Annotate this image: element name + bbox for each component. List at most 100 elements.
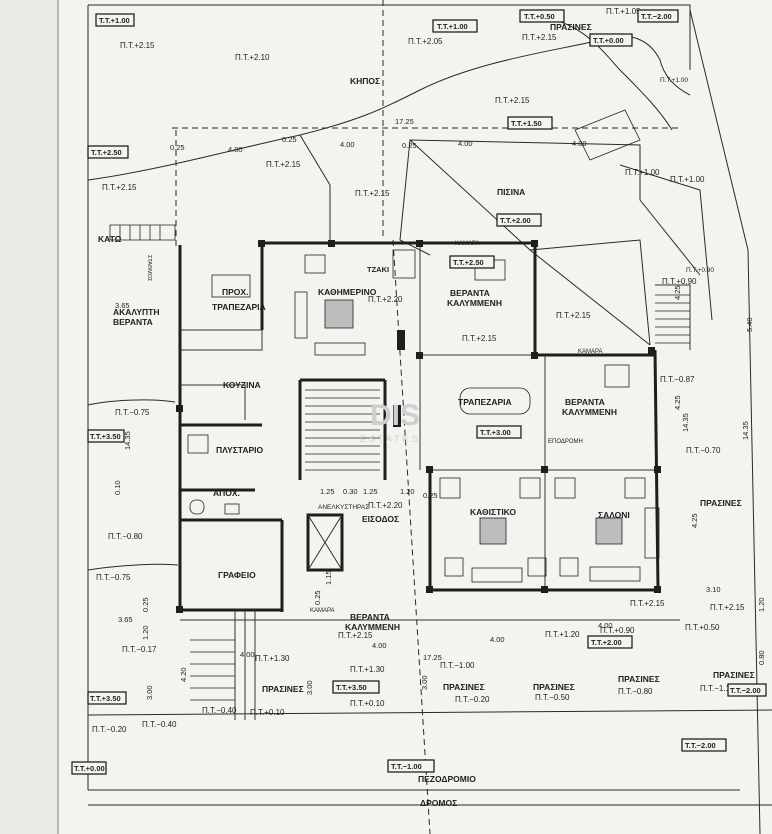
level: Π.Τ.−0.40 (142, 720, 177, 729)
label-veranta-top-1: ΒΕΡΑΝΤΑ (450, 288, 490, 298)
axis-main (392, 239, 431, 834)
level: Π.Τ.+0.90 (686, 267, 714, 274)
label-tzaki: ΤΖΑΚΙ (367, 265, 389, 274)
dimension: 1.25 (363, 487, 378, 496)
dimension: 4.25 (690, 513, 699, 528)
armchair-2 (439, 477, 461, 499)
sofa-3 (471, 567, 523, 583)
dimension: 3.10 (706, 585, 721, 594)
svg-text:Τ.Τ.+0.00: Τ.Τ.+0.00 (74, 764, 105, 773)
level: Π.Τ.−0.17 (122, 645, 157, 654)
washer (187, 434, 209, 454)
column (426, 466, 433, 473)
basin (224, 503, 240, 515)
terrace-curve-2 (87, 563, 179, 571)
dimension: 0.30 (343, 487, 358, 496)
small-labels: ΑΝΕΛΚΥΣΤΗΡΑΣ ΚΑΜΑΡΑ ΚΑΜΑΡΑ ΚΑΜΑΡΑ ΣΤΑΘΜΟ… (146, 241, 603, 614)
right-diag (639, 199, 701, 276)
wc (189, 499, 205, 515)
veranda-table-2 (604, 364, 630, 388)
dimension: 0.25 (402, 141, 417, 150)
dimension: 1.20 (400, 487, 415, 496)
level-tag: Τ.Τ.−1.00 (387, 759, 435, 773)
svg-text:Τ.Τ.+1.00: Τ.Τ.+1.00 (437, 22, 468, 31)
level: Π.Τ.+2.15 (630, 599, 665, 608)
level: Π.Τ.+0.10 (350, 699, 385, 708)
label-pezodromio: ΠΕΖΟΔΡΟΜΙΟ (418, 774, 476, 784)
level-tag: Τ.Τ.+2.50 (87, 145, 129, 159)
level: Π.Τ.+2.15 (102, 183, 137, 192)
paper (58, 0, 772, 834)
dimension: 4.20 (179, 667, 188, 682)
dimension: 0.25 (313, 590, 322, 605)
dimension: 4.00 (240, 650, 255, 659)
label-veranta-bottom-2: ΚΑΛΥΜΜΕΝΗ (345, 622, 400, 632)
right-boundary (619, 164, 713, 321)
label-prox: ΠΡΟΧ. (222, 287, 248, 297)
site-outline (87, 4, 772, 834)
dimension: 5.40 (745, 317, 754, 332)
label-veranta-bottom-1: ΒΕΡΑΝΤΑ (350, 612, 390, 622)
level: Π.Τ.+2.10 (235, 53, 270, 62)
column (416, 352, 423, 359)
level-tag: Τ.Τ.+1.50 (507, 116, 553, 130)
level: Π.Τ.+2.20 (368, 295, 403, 304)
label-dromos: ΔΡΟΜΟΣ (420, 798, 457, 808)
dimension: 17.25 (423, 653, 442, 662)
label-akalypti-2: ΒΕΡΑΝΤΑ (113, 317, 153, 327)
prasines-labels: ΠΡΑΣΙΝΕΣ ΠΡΑΣΙΝΕΣ ΠΡΑΣΙΝΕΣ ΠΡΑΣΙΝΕΣ ΠΡΑΣ… (262, 22, 755, 694)
dimension: 4.00 (228, 145, 243, 154)
label-anelkystiras: ΑΝΕΛΚΥΣΤΗΡΑΣ (318, 504, 369, 511)
armchair-4 (554, 477, 576, 499)
level: Π.Τ.−0.40 (202, 706, 237, 715)
dimension: 1.20 (757, 597, 766, 612)
label-kipos: ΚΗΠΟΣ (350, 76, 380, 86)
garden-curve-2 (299, 134, 331, 245)
column (426, 586, 433, 593)
svg-text:Τ.Τ.+1.00: Τ.Τ.+1.00 (99, 16, 130, 25)
dimension: 3.00 (420, 675, 429, 690)
dimension: 4.00 (490, 635, 505, 644)
level-tag: Τ.Τ.+3.50 (87, 691, 127, 705)
dimension: 4.00 (372, 641, 387, 650)
column (541, 586, 548, 593)
level-tag: Τ.Τ.+3.00 (476, 425, 522, 439)
column (416, 240, 423, 247)
coffee-table-3 (595, 517, 623, 545)
level: Π.Τ.+2.15 (120, 41, 155, 50)
dimension: 4.00 (340, 140, 355, 149)
svg-text:Τ.Τ.+3.50: Τ.Τ.+3.50 (336, 683, 367, 692)
counter (180, 329, 263, 351)
column (258, 240, 265, 247)
right-stair-rail (655, 284, 691, 350)
dimensions: 17.25 0.25 0.25 4.00 4.00 4.00 4.00 0.25… (113, 117, 766, 700)
level: Π.Τ.+2.15 (355, 189, 390, 198)
level: Π.Τ.+0.10 (250, 708, 285, 717)
column (328, 240, 335, 247)
level: Π.Τ.−0.50 (535, 693, 570, 702)
column (393, 405, 401, 427)
dimension: 0.25 (423, 491, 438, 500)
svg-text:Τ.Τ.−2.00: Τ.Τ.−2.00 (641, 12, 672, 21)
level-tags: Τ.Τ.+1.00 Τ.Τ.+1.00 Τ.Τ.+0.50 Τ.Τ.−2.00 … (71, 9, 767, 775)
column (648, 347, 655, 354)
column (531, 352, 538, 359)
svg-text:Τ.Τ.+3.00: Τ.Τ.+3.00 (480, 428, 511, 437)
level: Π.Τ.+0.90 (662, 277, 697, 286)
level-tag: Τ.Τ.+2.00 (496, 213, 542, 227)
armchair-5 (624, 477, 646, 499)
fireplace (392, 249, 416, 279)
axis-lines (172, 0, 680, 834)
level: Π.Τ.−0.20 (455, 695, 490, 704)
street-edge (87, 709, 772, 716)
level: Π.Τ.+2.05 (408, 37, 443, 46)
dimension: 4.25 (673, 285, 682, 300)
label-apox: ΑΠΟΧ. (213, 488, 240, 498)
sofa-4 (589, 566, 641, 582)
svg-text:Τ.Τ.+2.50: Τ.Τ.+2.50 (91, 148, 122, 157)
pool-edge (529, 239, 651, 346)
terrace-curve (87, 399, 176, 406)
dimension: 0.25 (141, 597, 150, 612)
